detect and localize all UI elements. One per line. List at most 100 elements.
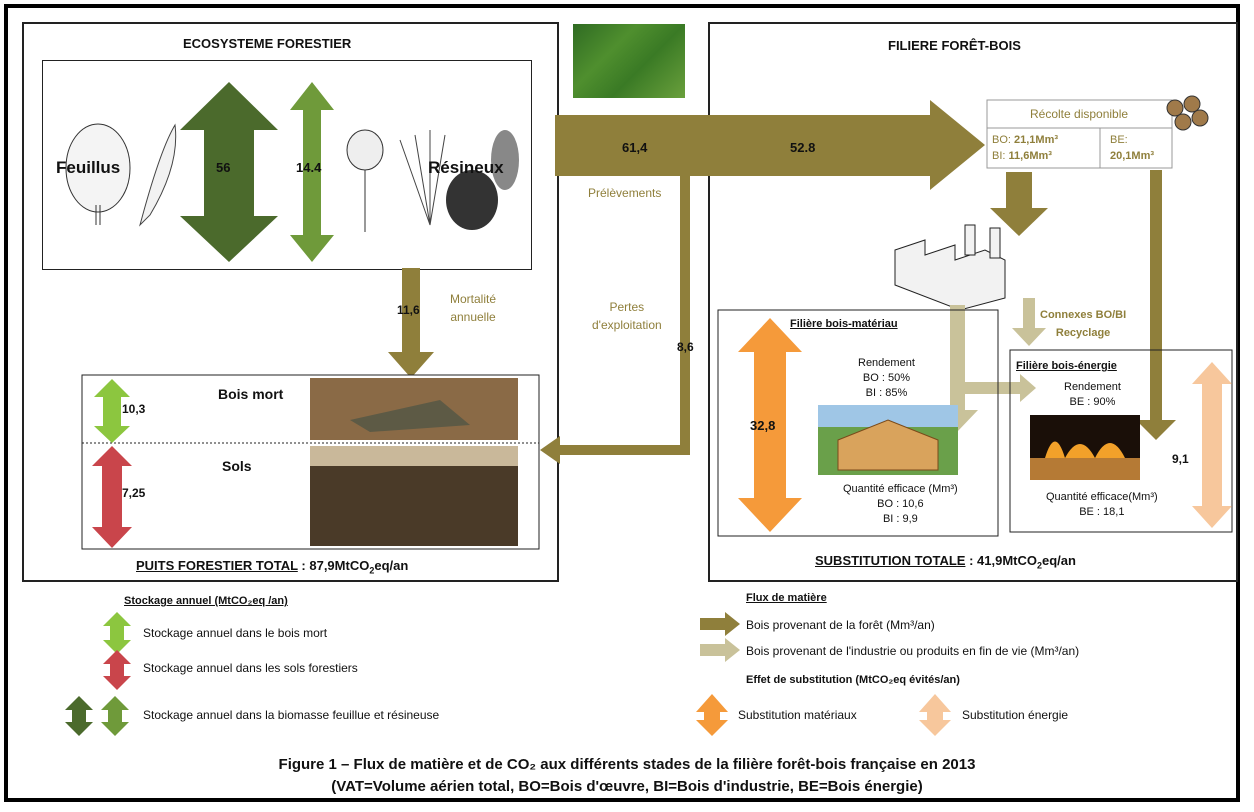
caption-line1: Figure 1 – Flux de matière et de CO₂ aux… [278, 756, 976, 773]
recolte-be-label: BE: [1110, 134, 1128, 146]
pertes-label-line2: d'exploitation [592, 318, 662, 332]
connexes-label: Connexes BO/BI Recyclage [1040, 306, 1126, 342]
legend-materiaux-arrow-icon [696, 694, 728, 736]
materiau-quantite-bo: BO : 10,6 [877, 498, 924, 510]
oak-tree-icon [65, 123, 131, 225]
recolte-bi-value: 11,6Mm³ [1008, 150, 1052, 162]
energie-rendement-be: BE : 90% [1069, 396, 1116, 408]
feuillus-storage-arrow [180, 82, 278, 262]
filiere-title: FILIERE FORÊT-BOIS [888, 38, 1021, 53]
energie-quantite-be: BE : 18,1 [1079, 506, 1125, 518]
energie-quantite-label: Quantité efficace(Mm³) [1046, 491, 1158, 503]
bois-mort-value: 10,3 [122, 402, 146, 416]
energie-title: Filière bois-énergie [1016, 360, 1117, 372]
substitution-value: : 41,9MtCO2eq/an [969, 553, 1076, 571]
legend-resineux-arrow-icon [101, 696, 129, 736]
feuillus-value: 56 [216, 160, 231, 175]
puits-total: PUITS FORESTIER TOTAL : 87,9MtCO2eq/an [136, 558, 408, 576]
caption-line2: (VAT=Volume aérien total, BO=Bois d'œuvr… [331, 778, 923, 795]
industrie-arrow-energie [965, 374, 1036, 402]
energie-box [1009, 349, 1233, 533]
legend-feuillus-arrow-icon [65, 696, 93, 736]
puits-value-sub: 2 [369, 565, 375, 576]
ecosysteme-title: ECOSYSTEME FORESTIER [183, 36, 352, 51]
materiau-box [717, 309, 999, 537]
legend-energie-arrow-icon [919, 694, 951, 736]
feuillus-label: Feuillus [56, 158, 121, 177]
puits-value: : 87,9MtCO2eq/an [301, 558, 409, 576]
legend-bois-mort-arrow-icon [103, 612, 131, 654]
figure-frame [4, 4, 1240, 802]
logs-icon [1166, 95, 1209, 131]
materiau-rendement-label: Rendement [858, 357, 915, 369]
recolte-bo: BO: 21,1Mm³ [992, 134, 1058, 146]
fire-flames [1045, 441, 1125, 458]
recolte-bi: BI: 11,6Mm³ [992, 150, 1052, 162]
recolte-bi-label: BI: [992, 150, 1009, 162]
factory-icon [894, 224, 1006, 311]
sols-value: 7,25 [122, 486, 146, 500]
materiau-value: 32,8 [750, 418, 776, 433]
legend-stockage-title: Stockage annuel (MtCO₂eq /an) [124, 595, 288, 607]
mortalite-label-line1: Mortalité [450, 292, 497, 306]
connexes-label-line2: Recyclage [1055, 327, 1111, 339]
connexes-arrow [1012, 298, 1046, 346]
house-sky [818, 405, 958, 427]
legend-effet-title: Effet de substitution (MtCO₂eq évités/an… [746, 674, 960, 686]
industrie-arrow-materiau [936, 305, 978, 432]
forest-harvest-image [573, 24, 685, 98]
recolte-value: 52.8 [790, 140, 816, 155]
bois-mort-log [350, 400, 470, 432]
legend-industrie-arrow-icon [700, 638, 740, 662]
legend-foret-arrow-icon [700, 612, 740, 636]
pine-tree-icon [346, 129, 384, 232]
substitution-value-main: : 41,9MtCO [969, 553, 1037, 568]
substitution-label: SUBSTITUTION TOTALE [815, 553, 966, 568]
recolte-be-value: 20,1Mm³ [1110, 150, 1155, 162]
pertes-label-line1: Pertes [609, 300, 645, 314]
bois-mort-label: Bois mort [218, 386, 284, 402]
materiau-rendement-bi: BI : 85% [865, 387, 908, 399]
energie-quantite: Quantité efficace(Mm³) BE : 18,1 [1046, 490, 1158, 520]
pertes-value: 8,6 [677, 340, 694, 354]
sols-storage-arrow [92, 446, 132, 548]
legend-flux-title: Flux de matière [746, 592, 827, 604]
materiau-substitution-arrow [738, 318, 802, 532]
recolte-title: Récolte disponible [1030, 107, 1129, 121]
bois-mort-storage-arrow [94, 379, 130, 443]
pine-cone-icon [446, 130, 519, 230]
resineux-storage-arrow [290, 82, 334, 262]
legend-sub-materiaux: Substitution matériaux [738, 708, 857, 722]
recolte-box [986, 99, 1173, 169]
house-frame [837, 419, 939, 471]
legend-stockage-sols: Stockage annuel dans les sols forestiers [143, 661, 358, 675]
legend-sub-energie: Substitution énergie [962, 708, 1069, 722]
energie-value: 9,1 [1172, 452, 1189, 466]
substitution-value-unit: eq/an [1042, 553, 1076, 568]
legend-flux-industrie: Bois provenant de l'industrie ou produit… [746, 644, 1080, 658]
mortalite-value: 11,6 [397, 303, 420, 317]
pine-branch-icon [399, 130, 446, 226]
pertes-label: Pertes d'exploitation [592, 298, 662, 334]
pertes-arrow [555, 176, 690, 455]
mortalite-arrow [388, 268, 434, 378]
materiau-quantite: Quantité efficace (Mm³) BO : 10,6 BI : 9… [843, 482, 958, 527]
puits-value-unit: eq/an [374, 558, 409, 573]
legend-stockage-biomasse: Stockage annuel dans la biomasse feuillu… [143, 708, 440, 722]
materiau-rendement-bo: BO : 50% [862, 372, 910, 384]
leaf-icon [139, 123, 177, 227]
energie-rendement-label: Rendement [1064, 381, 1121, 393]
recolte-bo-label: BO: [992, 134, 1015, 146]
substitution-total: SUBSTITUTION TOTALE : 41,9MtCO2eq/an [815, 553, 1076, 571]
sols-label: Sols [222, 458, 252, 474]
prelevements-value: 61,4 [622, 140, 648, 155]
prelevements-label: Prélèvements [588, 186, 662, 200]
resineux-label: Résineux [428, 158, 504, 177]
materiau-rendement: Rendement BO : 50% BI : 85% [858, 356, 915, 401]
mortalite-label-line2: annuelle [450, 310, 496, 324]
legend-stockage-bois-mort: Stockage annuel dans le bois mort [143, 626, 328, 640]
energie-substitution-arrow [1192, 362, 1232, 528]
puits-value-main: : 87,9MtCO [301, 558, 370, 573]
materiau-quantite-bi: BI : 9,9 [882, 513, 918, 525]
